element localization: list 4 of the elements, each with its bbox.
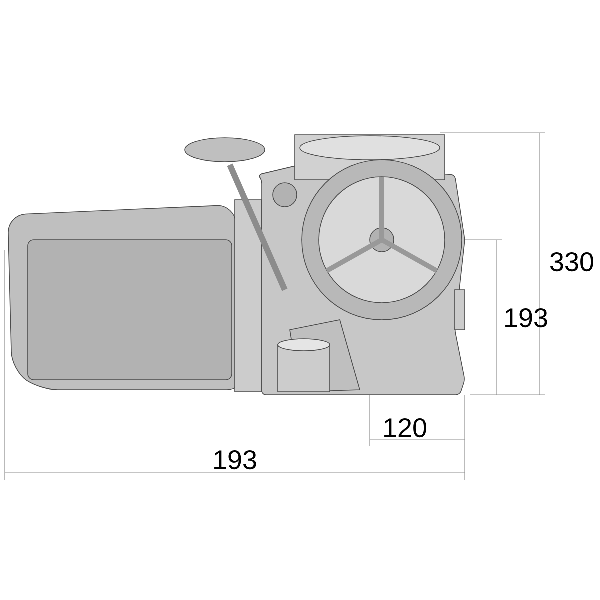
dimension-label: 193: [506, 308, 548, 328]
dimension-label: 193: [214, 450, 256, 470]
dimension-label: 120: [384, 418, 426, 438]
dimension-label: 330: [550, 252, 594, 272]
